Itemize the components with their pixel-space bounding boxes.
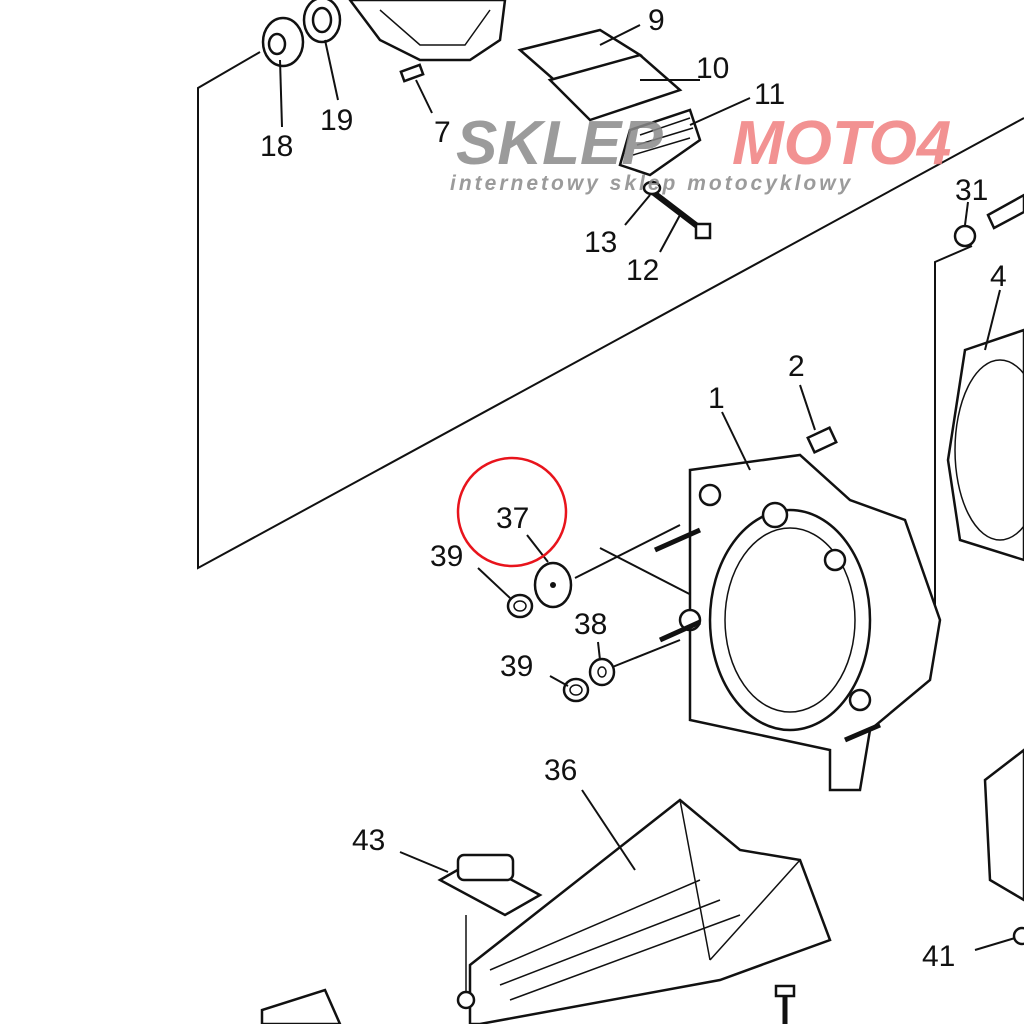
nut-39a xyxy=(506,593,534,619)
label-36: 36 xyxy=(544,754,577,787)
label-12: 12 xyxy=(626,254,659,287)
label-31: 31 xyxy=(955,174,988,207)
grate-11 xyxy=(618,108,702,177)
stud-bolts xyxy=(653,527,881,743)
label-37: 37 xyxy=(496,502,529,535)
impeller-housing-4 xyxy=(946,328,1024,562)
label-19: 19 xyxy=(320,104,353,137)
watermark-tagline: internetowy sklep motocyklowy xyxy=(450,172,853,195)
highlight-circle xyxy=(456,456,568,568)
label-4: 4 xyxy=(990,260,1007,293)
pump-housing-top xyxy=(348,0,507,62)
label-43: 43 xyxy=(352,824,385,857)
washer-13 xyxy=(642,180,662,196)
watermark-logo: SKLEP MOTO4 internetowy sklep motocyklow… xyxy=(450,109,951,195)
pin-7 xyxy=(399,63,425,83)
bolt-bottom xyxy=(774,984,796,1024)
pin-2 xyxy=(806,426,838,454)
label-18: 18 xyxy=(260,130,293,163)
hose-31 xyxy=(986,193,1024,230)
clamp-31 xyxy=(953,224,977,248)
seal-19 xyxy=(302,0,342,44)
label-9: 9 xyxy=(648,4,665,37)
cap-37 xyxy=(533,561,573,609)
bolt-12 xyxy=(648,187,712,240)
pump-housing-1 xyxy=(678,453,942,792)
watermark-brand-gray: SKLEP xyxy=(456,109,663,178)
seal-18 xyxy=(261,16,305,68)
washer-38 xyxy=(588,657,616,687)
label-13: 13 xyxy=(584,226,617,259)
bracket-43 xyxy=(437,853,543,1010)
label-1: 1 xyxy=(708,382,725,415)
part-labels: 18 19 7 9 10 11 13 12 31 4 2 1 37 39 38 … xyxy=(260,4,1007,973)
label-38: 38 xyxy=(574,608,607,641)
label-7: 7 xyxy=(434,116,451,149)
nut-39b xyxy=(562,677,590,703)
label-39-upper: 39 xyxy=(430,540,463,573)
label-10: 10 xyxy=(696,52,729,85)
part-bottom-left xyxy=(260,988,342,1024)
part-41-partial xyxy=(983,748,1024,946)
leader-lines xyxy=(279,24,1016,951)
label-2: 2 xyxy=(788,350,805,383)
plate-10 xyxy=(547,53,683,122)
label-41: 41 xyxy=(922,940,955,973)
cover-36 xyxy=(468,798,832,1024)
label-39-lower: 39 xyxy=(500,650,533,683)
label-11: 11 xyxy=(754,78,785,111)
watermark-brand-red: MOTO4 xyxy=(732,109,951,178)
